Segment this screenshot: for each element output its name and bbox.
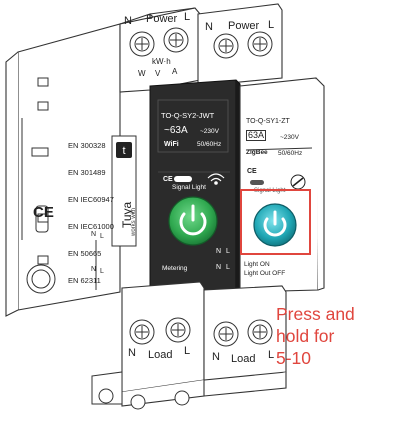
cert-item: EN 50665 <box>68 249 102 258</box>
tuya-brand-strip: t <box>111 135 137 247</box>
zigbee-frequency: 50/60Hz <box>278 150 303 157</box>
wifi-side-n-lower: N <box>216 264 222 271</box>
terminal-label-power: Power <box>146 13 178 25</box>
zigbee-toggle-screw <box>250 174 306 190</box>
zigbee-network: ZigBee <box>246 149 268 156</box>
din-rail-clips <box>91 371 190 410</box>
wifi-power-button <box>168 196 218 246</box>
top-terminal-left-screws <box>129 27 189 57</box>
cert-item: EN 301489 <box>68 168 106 177</box>
top-terminal-right-screws <box>213 31 273 59</box>
wifi-side-l: L <box>226 248 230 255</box>
cert-item: EN IEC60947 <box>68 195 114 204</box>
bottom-terminal-left <box>121 281 205 407</box>
terminal-label-l-right: L <box>268 19 275 31</box>
button-highlight-box <box>240 189 311 255</box>
terminal-label-n: N <box>124 15 132 27</box>
cert-item: EN 62311 <box>68 276 101 285</box>
unit-amp-label: A <box>172 67 178 76</box>
svg-text:t: t <box>122 145 125 157</box>
wifi-network: WiFi <box>164 141 179 148</box>
zigbee-voltage: ~230V <box>280 134 299 141</box>
zigbee-light-out-label: Light Out OFF <box>244 270 286 277</box>
side-label-n: N <box>91 231 97 238</box>
zigbee-signal-light-label: Signal Light <box>254 188 286 194</box>
unit-watt-label: W <box>138 69 146 78</box>
bottom-terminal-right <box>203 285 287 397</box>
side-label-l: L <box>100 233 104 240</box>
instruction-note: Press and hold for 5-10 <box>276 304 355 368</box>
bottom-label-l: L <box>184 345 191 357</box>
side-label-l-lower: L <box>100 268 104 275</box>
zigbee-power-button <box>253 203 297 247</box>
zigbee-model: TO-Q-SY1-ZT <box>246 118 290 125</box>
zigbee-light-on-label: Light ON <box>244 261 270 268</box>
meter-label: kW·h <box>152 57 171 66</box>
bottom-terminal-screws <box>129 317 273 347</box>
bottom-label-n: N <box>128 347 136 359</box>
terminal-label-power-right: Power <box>228 20 260 32</box>
wifi-voltage: ~230V <box>200 128 219 135</box>
ce-mark: CE <box>33 204 54 221</box>
cert-item: EN 300328 <box>68 141 106 150</box>
wifi-icon <box>207 173 225 185</box>
ce-mark-wifi: CE <box>163 176 173 183</box>
wifi-model: TO-Q-SY2-JWT <box>161 111 215 120</box>
wifi-metering-label: Metering <box>162 265 188 272</box>
wifi-side-n: N <box>216 248 222 255</box>
bottom-label-load-right: Load <box>231 353 256 365</box>
bottom-label-n-right: N <box>212 351 220 363</box>
top-terminal-right <box>197 3 283 87</box>
certification-list: EN 300328 EN 301489 EN IEC60947 EN IEC61… <box>68 123 114 303</box>
wifi-rating: ~63A <box>164 125 188 136</box>
side-label-n-lower: N <box>91 266 97 273</box>
wifi-side-l-lower: L <box>226 264 230 271</box>
wifi-frequency: 50/60Hz <box>197 141 222 148</box>
unit-volt-label: V <box>155 69 161 78</box>
terminal-label-l: L <box>184 11 191 23</box>
zigbee-rating: 63A <box>246 130 267 141</box>
brand-tagline: works with <box>131 207 137 236</box>
cert-item: EN IEC61000 <box>68 222 114 231</box>
ce-mark-zigbee: CE <box>247 168 257 175</box>
bottom-label-l-right: L <box>268 349 275 361</box>
terminal-label-n-right: N <box>205 21 213 33</box>
left-breaker-details <box>21 77 97 294</box>
wifi-signal-light-label: Signal Light <box>172 184 206 191</box>
bottom-label-load: Load <box>148 349 173 361</box>
